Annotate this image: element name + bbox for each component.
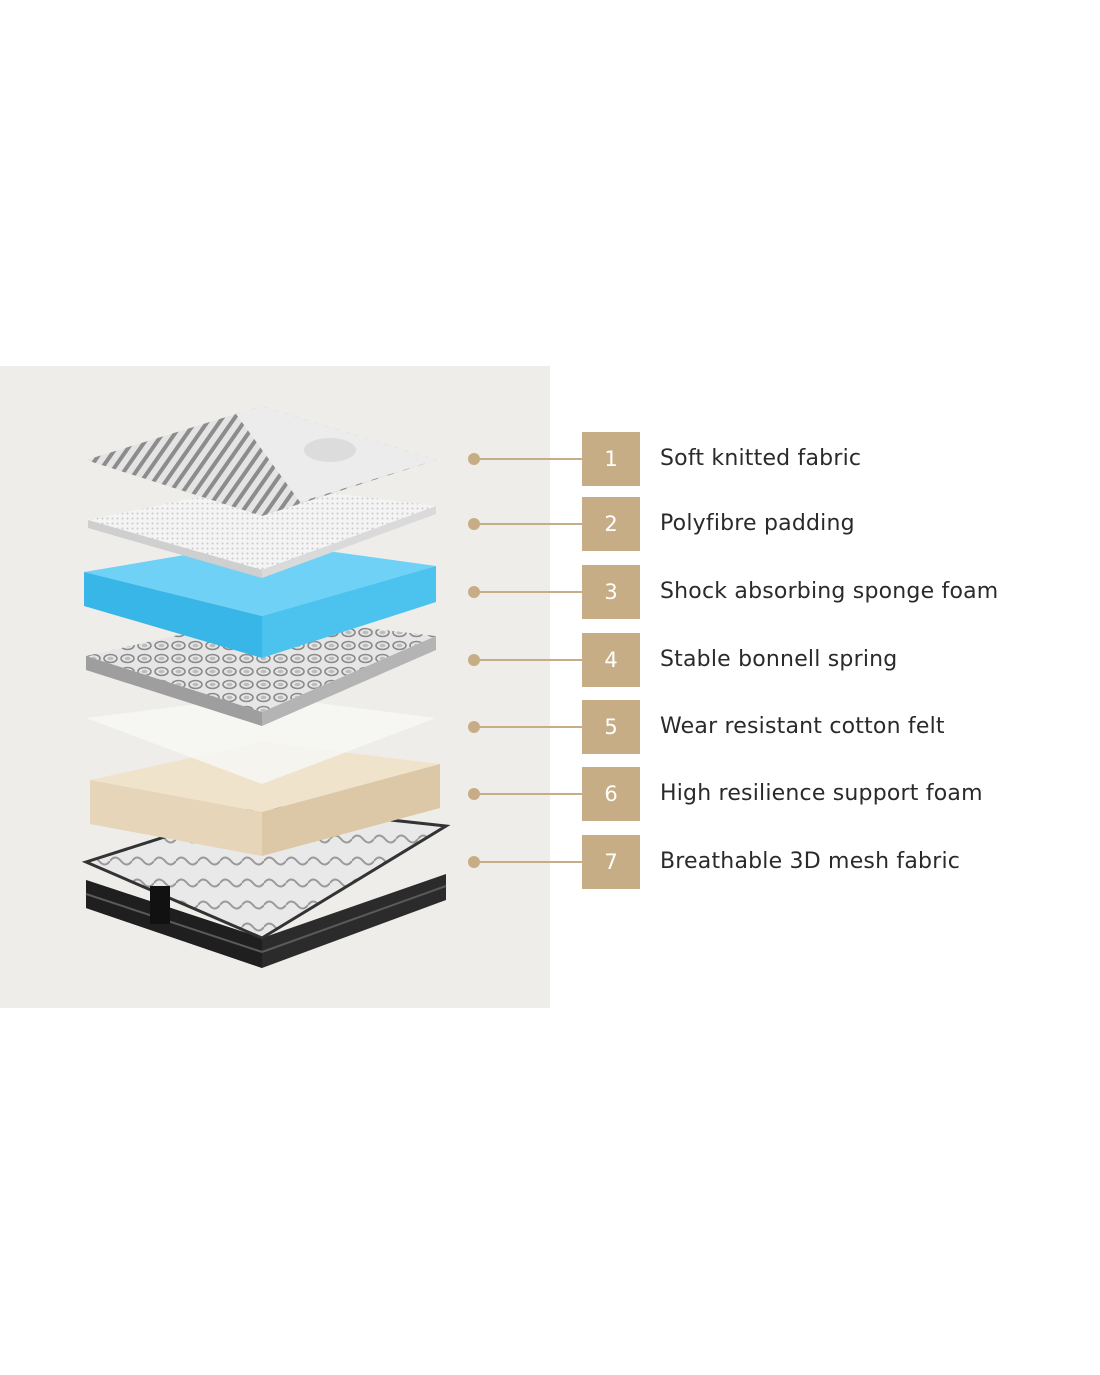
layer-label: Soft knitted fabric <box>660 446 862 471</box>
layer-callout-6: 6 High resilience support foam <box>468 767 1028 821</box>
leader-dot <box>468 788 480 800</box>
leader-dot <box>468 586 480 598</box>
layer-callout-3: 3 Shock absorbing sponge foam <box>468 565 1028 619</box>
leader-dot <box>468 453 480 465</box>
layer-callout-2: 2 Polyfibre padding <box>468 497 1028 551</box>
layer-callout-1: 1 Soft knitted fabric <box>468 432 1028 486</box>
layer-label: Polyfibre padding <box>660 511 855 536</box>
leader-dot <box>468 721 480 733</box>
mattress-illustration-panel <box>0 366 550 1008</box>
number-badge: 1 <box>582 432 640 486</box>
leader-line <box>476 523 584 525</box>
leader-line <box>476 591 584 593</box>
number-badge: 5 <box>582 700 640 754</box>
layer-2-polyfibre-padding <box>88 484 436 578</box>
layer-5-cotton-felt <box>86 696 436 784</box>
layer-label: Shock absorbing sponge foam <box>660 579 999 604</box>
leader-line <box>476 659 584 661</box>
number-badge: 2 <box>582 497 640 551</box>
leader-dot <box>468 856 480 868</box>
number-badge: 3 <box>582 565 640 619</box>
leader-line <box>476 458 584 460</box>
layer-callout-7: 7 Breathable 3D mesh fabric <box>468 835 1028 889</box>
brand-label-icon <box>150 886 170 924</box>
layer-label: Wear resistant cotton felt <box>660 714 945 739</box>
layer-label: Stable bonnell spring <box>660 647 898 672</box>
layer-callout-4: 4 Stable bonnell spring <box>468 633 1028 687</box>
leader-dot <box>468 654 480 666</box>
number-badge: 4 <box>582 633 640 687</box>
layer-callout-5: 5 Wear resistant cotton felt <box>468 700 1028 754</box>
layer-3-sponge-foam <box>84 542 436 658</box>
leader-line <box>476 793 584 795</box>
number-badge: 7 <box>582 835 640 889</box>
layer-label: High resilience support foam <box>660 781 983 806</box>
layer-4-bonnell-spring <box>86 616 436 726</box>
layer-label: Breathable 3D mesh fabric <box>660 849 961 874</box>
leader-line <box>476 726 584 728</box>
leader-dot <box>468 518 480 530</box>
number-badge: 6 <box>582 767 640 821</box>
leader-line <box>476 861 584 863</box>
mattress-exploded-view <box>81 406 451 968</box>
layer-1-knitted-fabric <box>86 406 436 516</box>
